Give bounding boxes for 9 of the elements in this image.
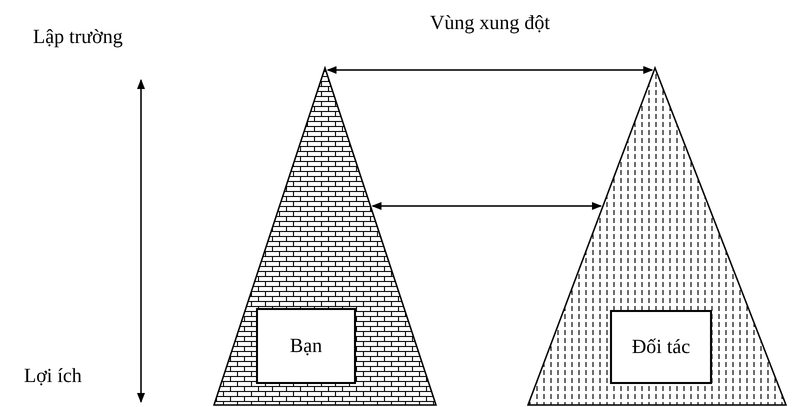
double-arrow	[326, 66, 654, 74]
axis-label: Lập trường	[33, 26, 123, 49]
pyramid-shape	[213, 66, 437, 406]
pyramid-shape	[527, 66, 787, 406]
edge-label: Vùng xung đột	[430, 12, 550, 35]
label-box: Bạn	[256, 308, 356, 384]
label-box: Đối tác	[610, 310, 712, 384]
axis-label: Lợi ích	[24, 365, 82, 388]
double-arrow	[371, 202, 602, 210]
